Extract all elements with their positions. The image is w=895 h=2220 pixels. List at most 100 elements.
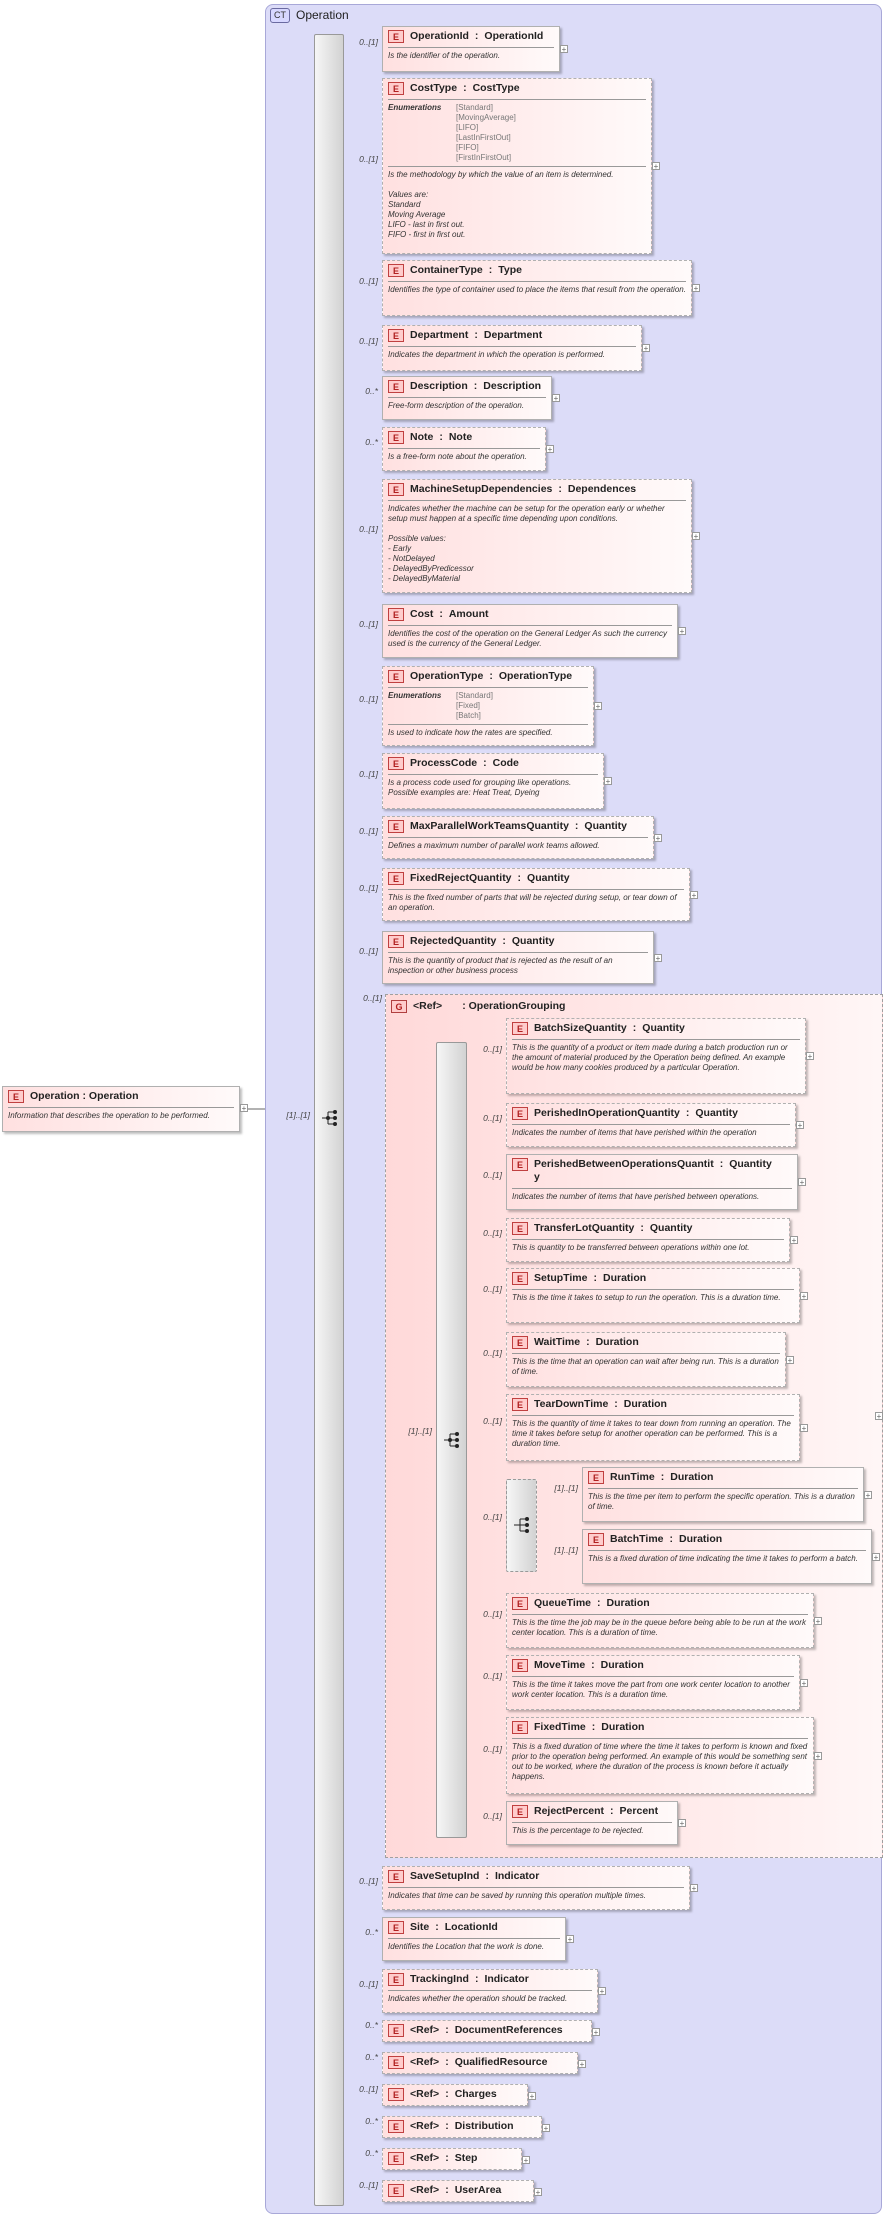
type-separator: : bbox=[640, 1222, 644, 1234]
expand-icon[interactable]: + bbox=[875, 1412, 883, 1421]
expand-icon[interactable]: + bbox=[864, 1491, 872, 1500]
expand-icon[interactable]: + bbox=[790, 1236, 798, 1245]
expand-icon[interactable]: + bbox=[546, 445, 554, 454]
expand-icon[interactable]: + bbox=[806, 1052, 814, 1061]
element-qualres[interactable]: E<Ref>:QualifiedResource bbox=[382, 2052, 578, 2074]
root-element-doc: Information that describes the operation… bbox=[8, 1107, 234, 1121]
element-doc: Is the identifier of the operation. bbox=[388, 47, 554, 61]
expand-icon[interactable]: + bbox=[800, 1292, 808, 1301]
element-cardinality: 0..[1] bbox=[359, 1876, 378, 1886]
expand-icon[interactable]: + bbox=[522, 2156, 530, 2165]
expand-icon[interactable]: + bbox=[598, 1987, 606, 1996]
type-separator: : bbox=[597, 1597, 601, 1609]
expand-icon[interactable]: + bbox=[528, 2092, 536, 2101]
element-type: Quantity bbox=[729, 1158, 772, 1170]
element-badge: E bbox=[588, 1471, 604, 1484]
element-name: BatchTime bbox=[610, 1533, 664, 1545]
element-step[interactable]: E<Ref>:Step bbox=[382, 2148, 522, 2170]
element-distribution[interactable]: E<Ref>:Distribution bbox=[382, 2116, 542, 2138]
element-type: Department bbox=[483, 329, 543, 341]
expand-icon[interactable]: + bbox=[560, 45, 568, 54]
expand-icon[interactable]: + bbox=[566, 1935, 574, 1944]
expand-icon[interactable]: + bbox=[690, 891, 698, 900]
type-separator: : bbox=[473, 380, 478, 392]
element-cardinality: 0..* bbox=[365, 2148, 378, 2158]
expand-icon[interactable]: + bbox=[690, 1884, 698, 1893]
element-name: MachineSetupDependencies bbox=[410, 483, 553, 495]
expand-icon[interactable]: + bbox=[542, 2124, 550, 2133]
expand-icon[interactable]: + bbox=[654, 834, 662, 843]
element-cardinality: 0..[1] bbox=[359, 37, 378, 47]
element-cardinality: 0..[1] bbox=[483, 1044, 502, 1054]
expand-icon[interactable]: + bbox=[604, 777, 612, 786]
expand-icon[interactable]: + bbox=[814, 1617, 822, 1626]
expand-icon[interactable]: + bbox=[240, 1104, 248, 1113]
element-cardinality: 0..[1] bbox=[359, 2084, 378, 2094]
element-badge: E bbox=[388, 872, 404, 885]
expand-icon[interactable]: + bbox=[642, 344, 650, 353]
complex-type-header: CT Operation bbox=[270, 7, 349, 23]
element-userarea[interactable]: E<Ref>:UserArea bbox=[382, 2180, 534, 2202]
element-type: Quantity bbox=[695, 1107, 738, 1119]
expand-icon[interactable]: + bbox=[578, 2060, 586, 2069]
expand-icon[interactable]: + bbox=[796, 1121, 804, 1130]
element-badge: E bbox=[388, 608, 404, 621]
expand-icon[interactable]: + bbox=[814, 1752, 822, 1761]
element-badge: E bbox=[388, 1973, 404, 1986]
element-type: Quantity bbox=[511, 935, 555, 947]
expand-icon[interactable]: + bbox=[594, 702, 602, 711]
expand-icon[interactable]: + bbox=[872, 1553, 880, 1562]
group-ref: <Ref> bbox=[413, 1000, 443, 1012]
expand-icon[interactable]: + bbox=[654, 954, 662, 963]
element-docrefs[interactable]: E<Ref>:DocumentReferences bbox=[382, 2020, 592, 2042]
enum-value: [Batch] bbox=[456, 711, 481, 720]
expand-icon[interactable]: + bbox=[786, 1356, 794, 1365]
expand-icon[interactable]: + bbox=[800, 1424, 808, 1433]
expand-icon[interactable]: + bbox=[692, 532, 700, 541]
element-doc: This is the quantity of a product or ite… bbox=[512, 1039, 800, 1073]
expand-icon[interactable]: + bbox=[552, 394, 560, 403]
expand-icon[interactable]: + bbox=[652, 162, 660, 171]
expand-icon[interactable]: + bbox=[800, 1679, 808, 1688]
expand-icon[interactable]: + bbox=[692, 284, 700, 293]
choice-icon bbox=[514, 1517, 529, 1533]
main-sequence-bar[interactable] bbox=[314, 34, 344, 2206]
expand-icon[interactable]: + bbox=[592, 2028, 600, 2037]
expand-icon[interactable]: + bbox=[678, 1819, 686, 1828]
expand-icon[interactable]: + bbox=[534, 2188, 542, 2197]
expand-icon[interactable]: + bbox=[678, 627, 686, 636]
element-doc: This is the time it takes to setup to ru… bbox=[512, 1289, 794, 1303]
element-charges[interactable]: E<Ref>:Charges bbox=[382, 2084, 528, 2106]
expand-icon[interactable]: + bbox=[798, 1178, 806, 1187]
